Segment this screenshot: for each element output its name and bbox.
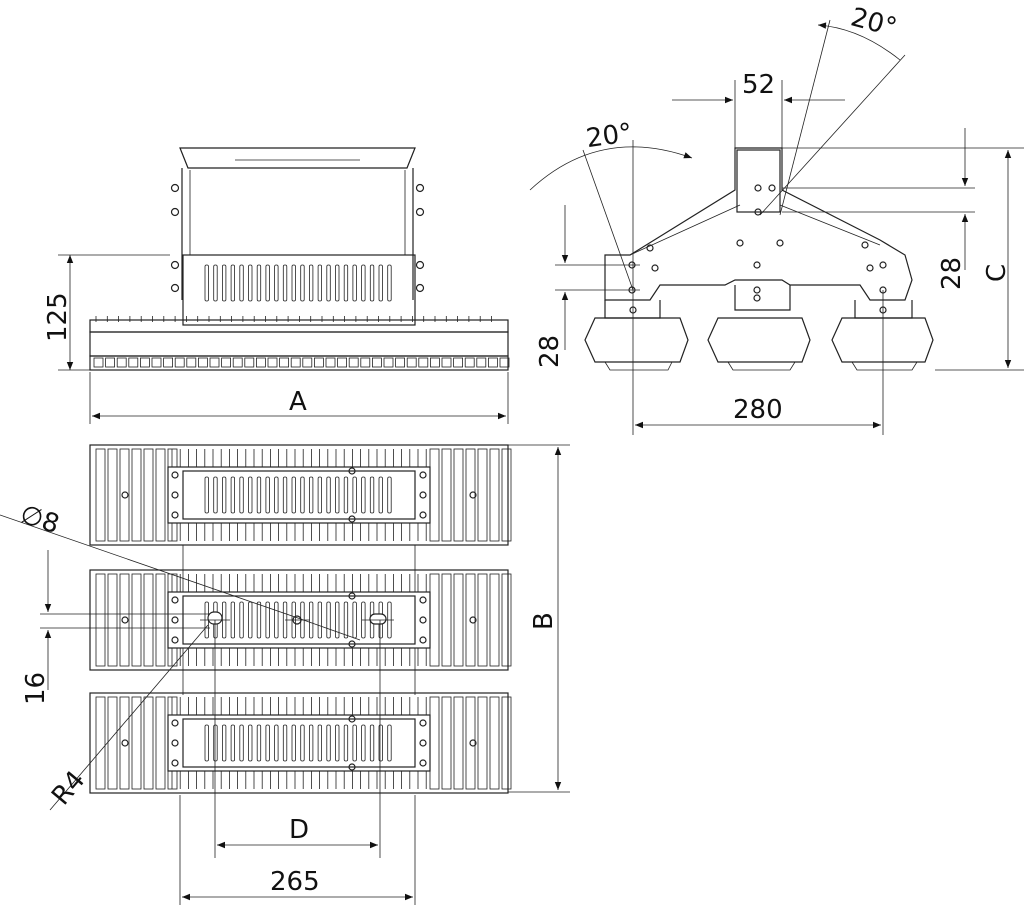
dimension-16: 16 — [21, 550, 210, 705]
dim-c-label: C — [982, 264, 1012, 282]
angle-20-left: 20° — [529, 118, 693, 291]
dim-r4-label: R4 — [46, 765, 91, 811]
module-1 — [89, 444, 512, 546]
dimension-28-left: 28 — [535, 205, 640, 368]
dim-b-label: B — [529, 612, 559, 630]
dim-280-label: 280 — [733, 395, 783, 425]
dim-265-label: 265 — [270, 867, 320, 897]
dimension-a: A — [89, 372, 509, 424]
dim-52-label: 52 — [742, 70, 775, 100]
dim-28-left-label: 28 — [535, 335, 565, 368]
dimension-265: 265 — [179, 795, 416, 905]
dimension-125: 125 — [43, 254, 170, 371]
dimension-b: B — [508, 444, 570, 793]
angle-left-label: 20° — [584, 118, 634, 154]
luminaire-head-3 — [831, 317, 934, 371]
dimension-c: C — [782, 147, 1024, 371]
dimension-d: D — [214, 620, 381, 858]
module-3 — [89, 692, 512, 794]
luminaire-head-1 — [584, 317, 689, 371]
dim-125-label: 125 — [43, 292, 73, 342]
dimension-52: 52 — [672, 70, 845, 148]
dimension-280: 280 — [632, 290, 884, 435]
dim-28-right-label: 28 — [937, 257, 967, 290]
dim-16-label: 16 — [21, 672, 51, 705]
luminaire-head-2 — [707, 317, 811, 371]
dim-a-label: A — [289, 387, 307, 417]
front-view — [89, 147, 510, 371]
side-view — [584, 147, 934, 371]
top-view — [89, 444, 512, 794]
angle-top-label: 20° — [848, 2, 900, 43]
dim-d-label: D — [289, 815, 309, 845]
dimension-28-right: 28 — [782, 128, 975, 290]
